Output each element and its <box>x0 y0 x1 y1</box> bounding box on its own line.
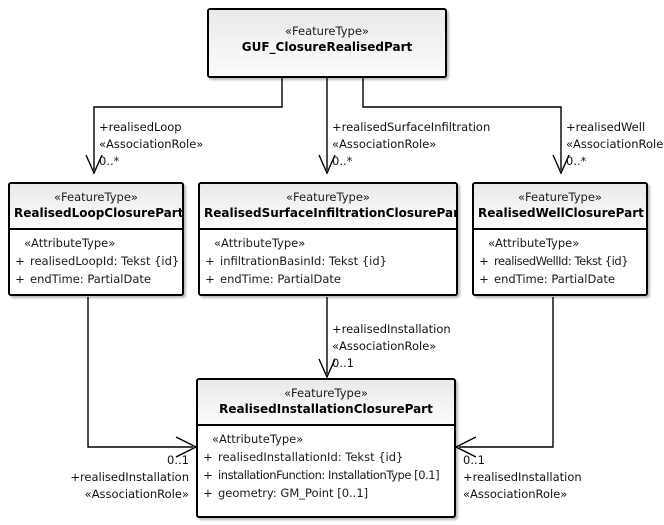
class-header: «FeatureType» GUF_ClosureRealisedPart <box>209 10 445 76</box>
attribute-text: endTime: PartialDate <box>220 272 341 286</box>
attribute-row[interactable]: + realisedWellId: Tekst {id} <box>474 252 646 270</box>
attribute-row[interactable]: + realisedLoopId: Tekst {id} <box>10 252 182 270</box>
association-role: +realisedSurfaceInfiltration <box>332 120 491 134</box>
association-multiplicity: 0..1 <box>167 453 189 467</box>
attribute-text: infiltrationBasinId: Tekst {id} <box>220 254 387 268</box>
class-stereotype: «FeatureType» <box>54 190 138 204</box>
association-stereotype: «AssociationRole» <box>332 137 437 151</box>
class-attribute-compartment: «AttributeType» + realisedWellId: Tekst … <box>474 230 646 294</box>
class-box-guf-closure-realised-part[interactable]: «FeatureType» GUF_ClosureRealisedPart <box>207 8 447 78</box>
attribute-stereotype: «AttributeType» <box>488 236 580 250</box>
attribute-text: endTime: PartialDate <box>494 272 615 286</box>
class-stereotype: «FeatureType» <box>518 190 602 204</box>
visibility-marker: + <box>205 272 215 286</box>
attribute-stereotype: «AttributeType» <box>214 236 306 250</box>
class-name: RealisedLoopClosurePart <box>14 206 184 220</box>
attribute-stereotype: «AttributeType» <box>24 236 116 250</box>
class-name: GUF_ClosureRealisedPart <box>241 40 413 54</box>
association-role: +realisedLoop <box>99 120 182 134</box>
attribute-row[interactable]: + infiltrationBasinId: Tekst {id} <box>200 252 456 270</box>
class-header: «FeatureType» RealisedInstallationClosur… <box>198 380 454 426</box>
association-label-root-to-well[interactable]: +realisedWell «AssociationRole» 0..* <box>566 119 664 170</box>
association-multiplicity: 0..1 <box>332 356 354 370</box>
class-stereotype: «FeatureType» <box>285 24 369 38</box>
association-label-well-to-installation[interactable]: 0..1 +realisedInstallation «AssociationR… <box>463 452 582 503</box>
class-box-realised-installation-closure-part[interactable]: «FeatureType» RealisedInstallationClosur… <box>196 378 456 518</box>
class-attribute-compartment: «AttributeType» + realisedLoopId: Tekst … <box>10 230 182 294</box>
association-multiplicity: 0..* <box>332 154 353 168</box>
association-multiplicity: 0..* <box>566 154 587 168</box>
class-stereotype: «FeatureType» <box>284 386 368 400</box>
association-role: +realisedWell <box>566 120 646 134</box>
association-stereotype: «AssociationRole» <box>463 487 568 501</box>
visibility-marker: + <box>203 486 213 500</box>
class-box-realised-surface-infiltration-closure-part[interactable]: «FeatureType» RealisedSurfaceInfiltratio… <box>198 182 458 296</box>
attribute-row[interactable]: + installationFunction: InstallationType… <box>198 466 454 484</box>
class-name: RealisedInstallationClosurePart <box>219 402 433 416</box>
class-name: RealisedWellClosurePart <box>478 206 644 220</box>
connector-well-to-installation <box>459 297 554 448</box>
attribute-row[interactable]: + geometry: GM_Point [0..1] <box>198 484 454 502</box>
attribute-text: installationFunction: InstallationType [… <box>218 468 440 482</box>
visibility-marker: + <box>15 272 25 286</box>
class-header: «FeatureType» RealisedWellClosurePart <box>474 184 646 230</box>
attribute-row[interactable]: + endTime: PartialDate <box>474 270 646 288</box>
class-attribute-compartment: «AttributeType» + infiltrationBasinId: T… <box>200 230 456 294</box>
association-role: +realisedInstallation <box>70 470 189 484</box>
class-name: RealisedSurfaceInfiltrationClosurePart <box>204 206 458 220</box>
class-stereotype: «FeatureType» <box>286 190 370 204</box>
class-header: «FeatureType» RealisedSurfaceInfiltratio… <box>200 184 456 230</box>
association-stereotype: «AssociationRole» <box>84 487 189 501</box>
association-stereotype: «AssociationRole» <box>566 137 664 151</box>
association-label-surface-to-installation[interactable]: +realisedInstallation «AssociationRole» … <box>332 321 451 372</box>
visibility-marker: + <box>203 450 213 464</box>
association-multiplicity: 0..1 <box>463 453 485 467</box>
visibility-marker: + <box>203 468 213 482</box>
connector-loop-to-installation <box>87 297 193 448</box>
attribute-row[interactable]: + realisedInstallationId: Tekst {id} <box>198 448 454 466</box>
association-label-loop-to-installation[interactable]: 0..1 +realisedInstallation «AssociationR… <box>14 452 189 503</box>
association-stereotype: «AssociationRole» <box>99 137 204 151</box>
class-box-realised-well-closure-part[interactable]: «FeatureType» RealisedWellClosurePart «A… <box>472 182 648 296</box>
class-header: «FeatureType» RealisedLoopClosurePart <box>10 184 182 230</box>
association-label-root-to-loop[interactable]: +realisedLoop «AssociationRole» 0..* <box>99 119 203 170</box>
association-role: +realisedInstallation <box>332 322 451 336</box>
association-stereotype: «AssociationRole» <box>332 339 437 353</box>
visibility-marker: + <box>479 272 489 286</box>
attribute-row[interactable]: + endTime: PartialDate <box>10 270 182 288</box>
class-box-realised-loop-closure-part[interactable]: «FeatureType» RealisedLoopClosurePart «A… <box>8 182 184 296</box>
attribute-text: geometry: GM_Point [0..1] <box>218 486 369 500</box>
visibility-marker: + <box>15 254 25 268</box>
visibility-marker: + <box>205 254 215 268</box>
attribute-row[interactable]: + endTime: PartialDate <box>200 270 456 288</box>
attribute-text: realisedInstallationId: Tekst {id} <box>218 450 404 464</box>
attribute-text: endTime: PartialDate <box>30 272 151 286</box>
class-attribute-compartment: «AttributeType» + realisedInstallationId… <box>198 426 454 508</box>
attribute-stereotype: «AttributeType» <box>212 432 304 446</box>
attribute-text: realisedWellId: Tekst {id} <box>494 254 629 268</box>
association-role: +realisedInstallation <box>463 470 582 484</box>
visibility-marker: + <box>479 254 489 268</box>
attribute-text: realisedLoopId: Tekst {id} <box>30 254 180 268</box>
association-multiplicity: 0..* <box>99 154 120 168</box>
association-label-root-to-surface[interactable]: +realisedSurfaceInfiltration «Associatio… <box>332 119 490 170</box>
